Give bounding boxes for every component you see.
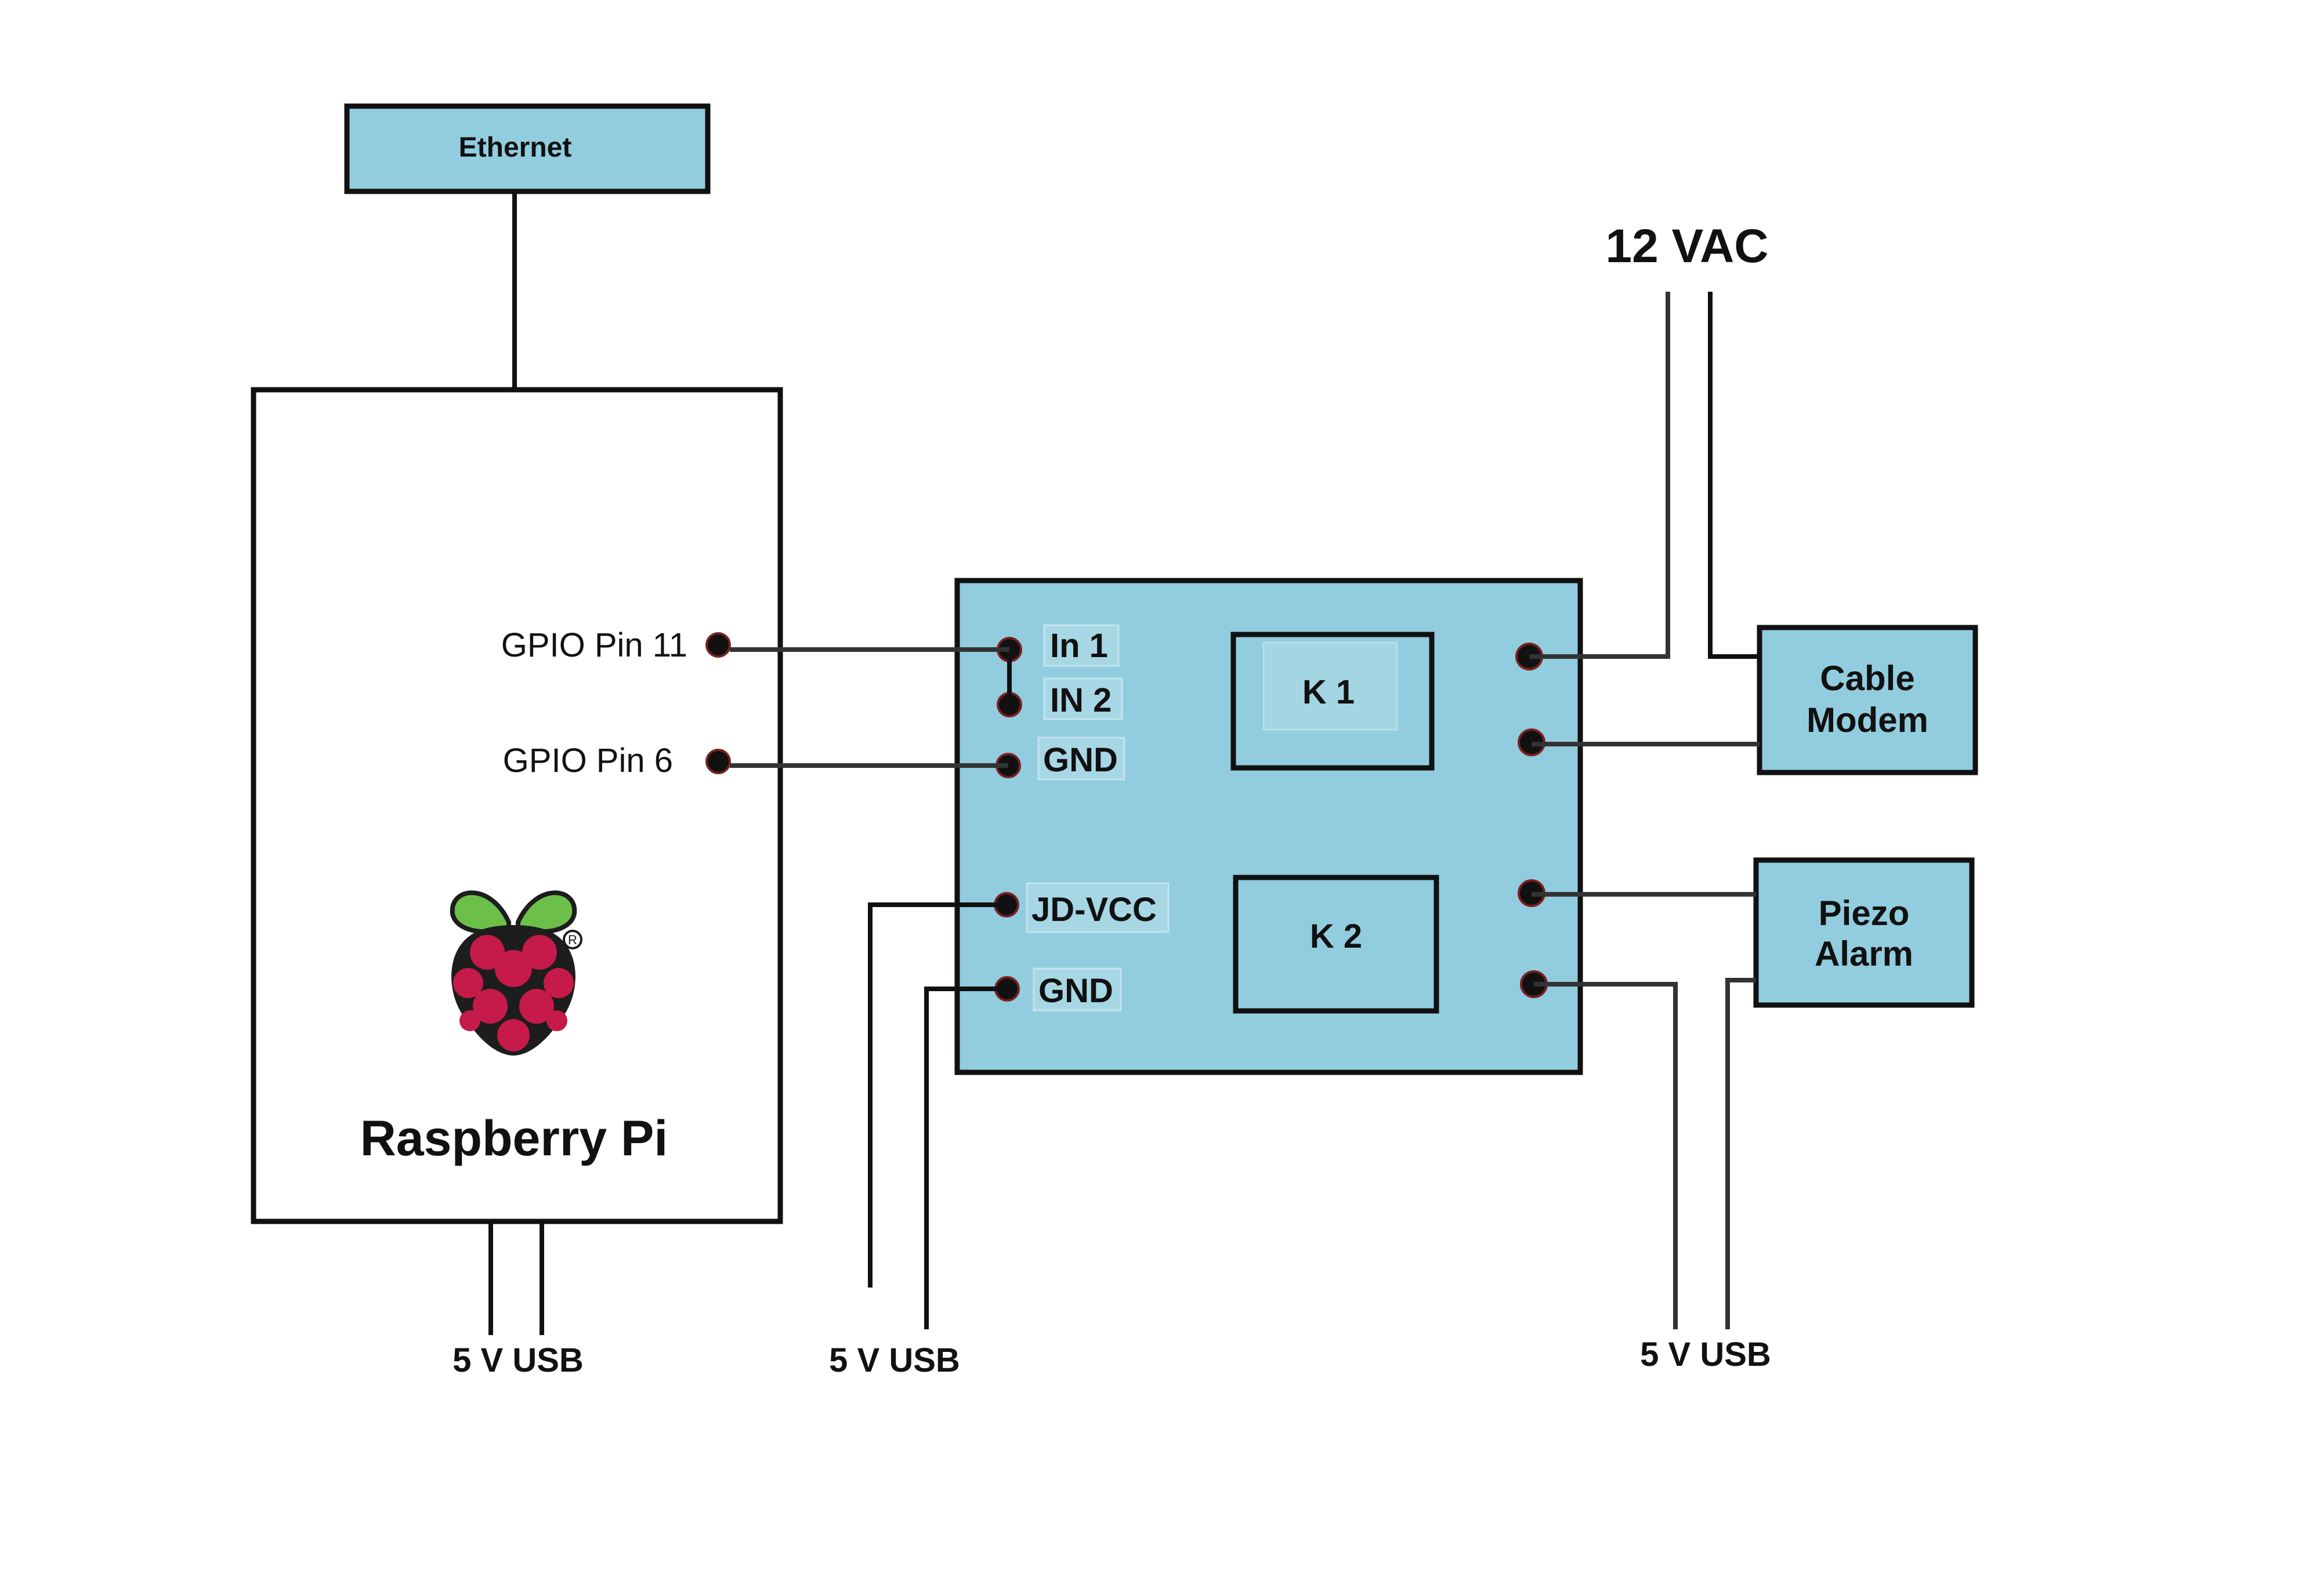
piezo-alarm-label-line2: Alarm	[1815, 934, 1913, 973]
cable-modem-box	[1757, 625, 1978, 775]
raspberry-pi-logo-icon: R	[450, 890, 582, 1056]
raspberry-pi-label: Raspberry Pi	[360, 1111, 668, 1166]
gnd-usb-wire	[924, 987, 1007, 1329]
alarm-usb-wire	[1725, 978, 1756, 1329]
cable-modem-block: Cable Modem	[1757, 625, 1978, 775]
gnd-bottom-label-bg	[1033, 967, 1122, 1011]
piezo-alarm-box	[1753, 857, 1975, 1008]
vac-wire-to-modem	[1708, 292, 1760, 659]
vac-label: 12 VAC	[1605, 220, 1768, 273]
relay-k2-label: K 2	[1310, 918, 1362, 955]
ethernet-block: Ethernet	[344, 103, 711, 194]
gpio-pin-11-label: GPIO Pin 11	[501, 626, 687, 664]
in2-label: IN 2	[1050, 681, 1112, 719]
gpio-pin-6-terminal	[705, 749, 731, 774]
relay-usb-label: 5 V USB	[829, 1341, 960, 1379]
cable-modem-label-line1: Cable	[1820, 659, 1914, 698]
cable-modem-label-line2: Modem	[1807, 701, 1928, 739]
piezo-alarm-label-line1: Piezo	[1819, 894, 1910, 933]
pi-usb-label: 5 V USB	[453, 1341, 584, 1379]
gpio-pin-6-label: GPIO Pin 6	[503, 742, 673, 779]
piezo-alarm-block: Piezo Alarm	[1753, 857, 1975, 1008]
jd-vcc-label-bg	[1026, 882, 1170, 933]
relay-k1-inner	[1262, 641, 1398, 731]
in1-label-bg	[1043, 624, 1120, 667]
jd-vcc-usb-wire	[868, 902, 1007, 1288]
ethernet-label: Ethernet	[459, 132, 572, 163]
relay-k2-box	[1233, 875, 1439, 1014]
relay-module: In 1 IN 2 GND JD-VCC GND K 1 K 2	[954, 578, 1583, 1075]
relay-k1-label: K 1	[1302, 673, 1355, 711]
vac-wire-to-k1	[1529, 292, 1670, 659]
in2-label-bg	[1043, 677, 1123, 720]
gnd-bottom-label: GND	[1038, 972, 1113, 1010]
jd-vcc-label: JD-VCC	[1031, 891, 1157, 929]
gpio-pin-11-terminal	[705, 632, 731, 658]
raspberry-pi-block: GPIO Pin 11 GPIO Pin 6 R Raspberry Pi	[251, 387, 783, 1224]
k2-usb-wire	[1534, 982, 1678, 1329]
in1-label: In 1	[1050, 627, 1108, 665]
raspberry-pi-box	[251, 387, 783, 1224]
gnd-top-label: GND	[1043, 741, 1118, 779]
ethernet-box	[344, 103, 711, 194]
gnd-top-label-bg	[1037, 737, 1125, 781]
svg-text:R: R	[568, 933, 577, 947]
alarm-usb-label: 5 V USB	[1640, 1336, 1771, 1373]
